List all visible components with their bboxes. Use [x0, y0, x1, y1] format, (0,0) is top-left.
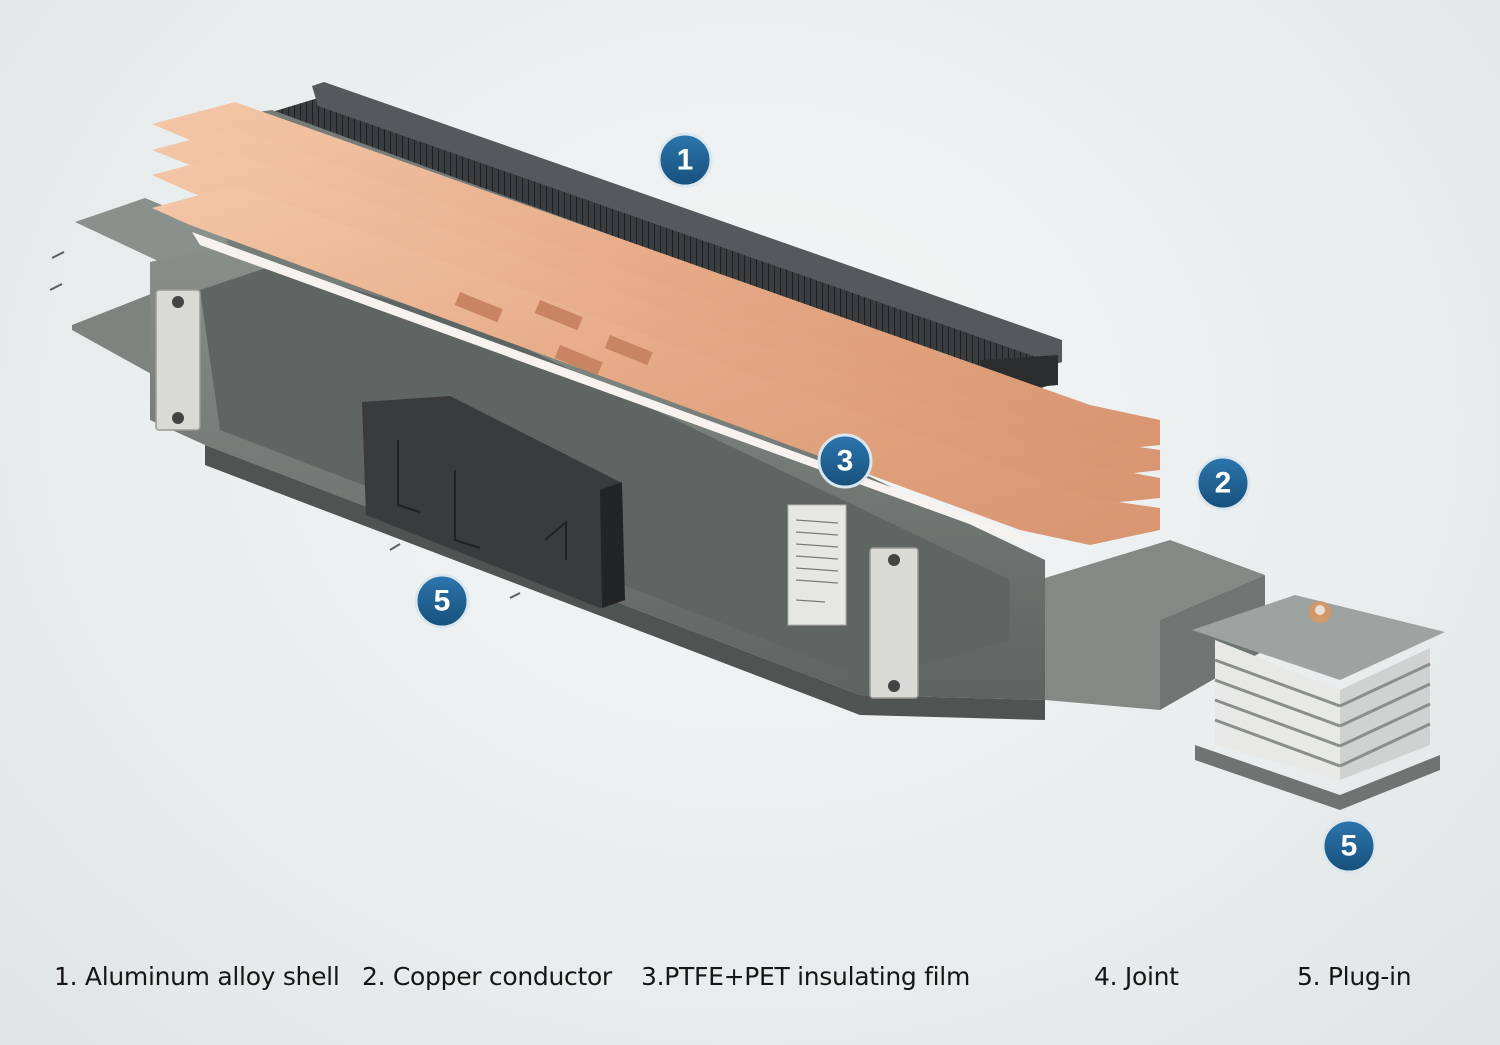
- joint-housing: [1045, 540, 1265, 710]
- marker-5a-label: 5: [434, 585, 451, 618]
- legend: 1. Aluminum alloy shell 2. Copper conduc…: [0, 962, 1500, 1012]
- rating-label: [787, 504, 847, 626]
- end-block-right: [869, 547, 919, 699]
- plug-in-case: [362, 396, 625, 608]
- marker-5b-label: 5: [1341, 830, 1358, 863]
- marker-2: 2: [1195, 455, 1251, 511]
- joint-side: [1160, 575, 1265, 710]
- marker-2-label: 2: [1215, 467, 1232, 500]
- legend-item-shell: 1. Aluminum alloy shell: [54, 962, 340, 991]
- legend-item-joint: 4. Joint: [1094, 962, 1179, 991]
- heatsink-rail: [312, 82, 1062, 364]
- legend-item-conductor: 2. Copper conductor: [362, 962, 612, 991]
- heatsink-fins: [272, 98, 1058, 392]
- marker-1: 1: [657, 132, 713, 188]
- legend-item-plug-in: 5. Plug-in: [1297, 962, 1412, 991]
- marker-5-a: 5: [414, 573, 470, 629]
- marker-3: 3: [817, 433, 873, 489]
- plug-in-unit: [1192, 595, 1445, 810]
- legend-item-insulating-film: 3.PTFE+PET insulating film: [641, 962, 970, 991]
- marker-1-label: 1: [677, 144, 694, 177]
- end-block-left: [155, 289, 201, 431]
- plug-in-case-edge: [600, 482, 625, 608]
- marker-5-b: 5: [1321, 818, 1377, 874]
- marker-3-label: 3: [837, 445, 854, 478]
